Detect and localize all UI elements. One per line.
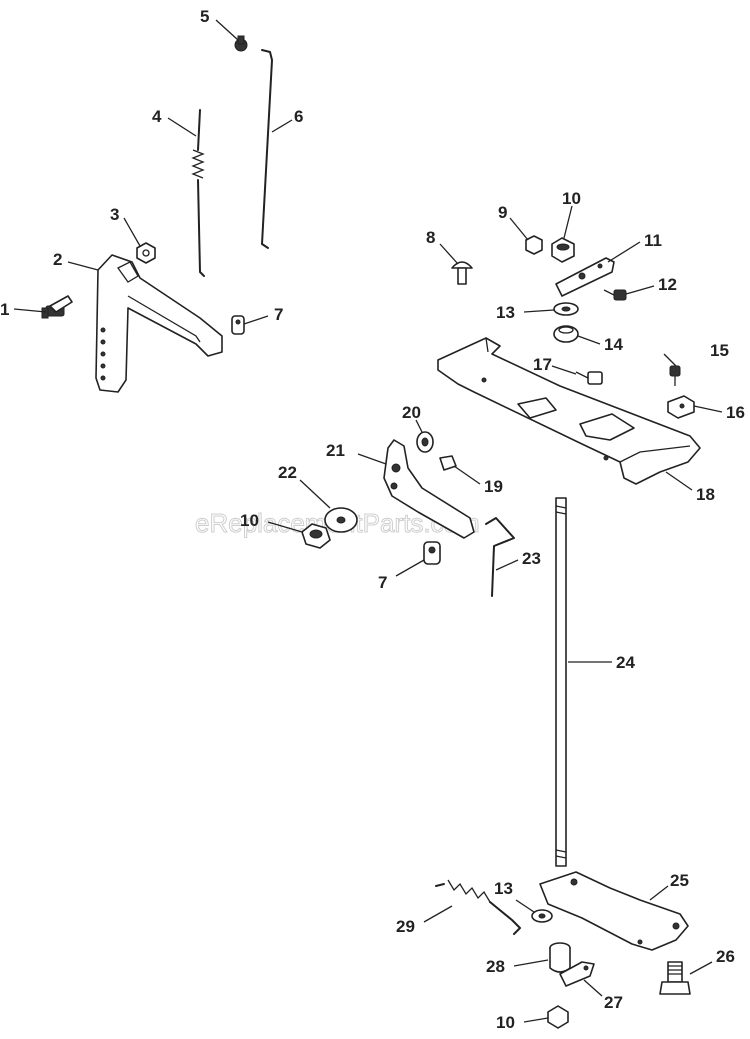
- callout-28: 28: [486, 957, 505, 976]
- callout-12: 12: [658, 275, 677, 294]
- part-locknut-10-middle: [301, 523, 331, 549]
- callout-19: 19: [484, 477, 503, 496]
- callout-2: 2: [53, 250, 62, 269]
- part-bracket-2: [95, 254, 223, 393]
- callout-29: 29: [396, 917, 415, 936]
- part-washer-19: [439, 455, 457, 471]
- part-clip-7-upper: [231, 315, 245, 335]
- callout-8: 8: [426, 228, 435, 247]
- part-wave-washer-14: [553, 325, 579, 343]
- callout-7-lower: 7: [378, 573, 387, 592]
- callout-20: 20: [402, 403, 421, 422]
- part-plate-25: [539, 871, 689, 951]
- part-throttle-lever-21: [383, 439, 475, 539]
- callout-14: 14: [604, 335, 623, 354]
- part-washer-13-bottom: [531, 909, 553, 923]
- callout-23: 23: [522, 549, 541, 568]
- callout-27: 27: [604, 993, 623, 1012]
- leader-lines: [13, 19, 723, 1023]
- part-shaft-24: [555, 497, 567, 867]
- part-spring-29: [435, 879, 521, 935]
- part-washer-20: [416, 431, 434, 453]
- part-nut-9: [525, 235, 543, 255]
- callout-18: 18: [696, 485, 715, 504]
- part-washer-13-top: [553, 302, 579, 316]
- callout-15: 15: [710, 341, 729, 360]
- part-bolt-26: [659, 961, 691, 995]
- callout-22: 22: [278, 463, 297, 482]
- callout-13-bottom: 13: [494, 879, 513, 898]
- callout-labels: 1 2 3 4 5 6 7 8 9 10 11 12 13 14 15 16 1…: [0, 7, 745, 1032]
- part-screw-15: [669, 365, 681, 386]
- part-link-rod-23: [485, 517, 515, 597]
- part-bolt-1: [41, 295, 73, 319]
- callout-25: 25: [670, 871, 689, 890]
- callout-5: 5: [200, 7, 209, 26]
- callout-7-upper: 7: [274, 305, 283, 324]
- callout-11: 11: [644, 231, 662, 250]
- callout-17: 17: [533, 355, 552, 374]
- callout-1: 1: [0, 300, 9, 319]
- callout-13-top: 13: [496, 303, 515, 322]
- part-bolt-8: [451, 261, 473, 285]
- part-locknut-10-top: [551, 237, 575, 263]
- callout-10-middle: 10: [240, 511, 259, 530]
- part-bolt-17: [575, 371, 603, 385]
- part-screw-12: [603, 289, 627, 301]
- part-clip-7-lower: [423, 541, 441, 565]
- callout-4: 4: [152, 107, 162, 126]
- part-nut-3: [136, 242, 156, 264]
- part-clip-16: [667, 395, 695, 419]
- callout-26: 26: [716, 947, 735, 966]
- callout-10-top: 10: [562, 189, 581, 208]
- callout-3: 3: [110, 205, 119, 224]
- callout-24: 24: [616, 653, 635, 672]
- part-spring-wire-4: [191, 109, 205, 277]
- part-clip-27: [559, 961, 595, 987]
- part-link-rod-6: [261, 49, 273, 249]
- part-locknut-10-bottom: [547, 1005, 569, 1029]
- callout-10-bottom: 10: [496, 1013, 515, 1032]
- part-screw-5: [234, 35, 248, 52]
- part-control-bracket-18: [437, 337, 701, 485]
- part-bushing-28: [549, 942, 571, 973]
- callout-21: 21: [326, 441, 345, 460]
- callout-9: 9: [498, 203, 507, 222]
- callout-16: 16: [726, 403, 745, 422]
- callout-6: 6: [294, 107, 303, 126]
- part-lever-plate-11: [555, 257, 615, 297]
- part-washer-22: [324, 507, 358, 533]
